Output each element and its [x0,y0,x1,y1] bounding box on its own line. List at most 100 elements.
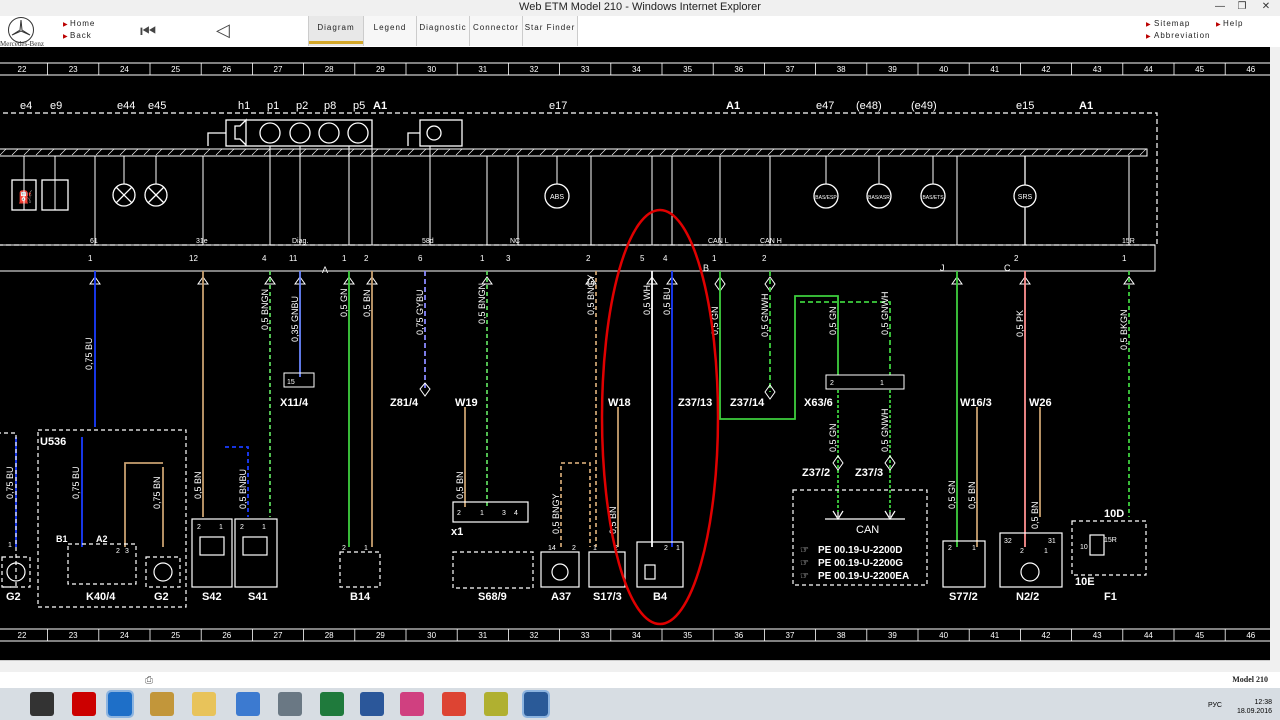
print-icon[interactable]: ⎙ [145,675,153,686]
grid-label: 30 [427,65,436,74]
grid-label: 26 [222,631,231,640]
wire-label: 0,75 BU [5,466,15,499]
grid-label: 31 [478,631,487,640]
tab-connector[interactable]: Connector [469,16,522,46]
can-reference[interactable]: PE 00.19-U-2200G [818,558,903,569]
grid-label: 26 [222,65,231,74]
small-pin-number: 1 [676,545,680,552]
small-pin-number: 15R [1104,537,1117,544]
app-icon[interactable] [236,692,260,716]
a37-box [540,551,580,588]
tab-diagram[interactable]: Diagram [308,16,363,46]
small-pin-number: 1 [480,510,484,517]
abbreviation-link[interactable]: Abbreviation [1154,31,1211,40]
back-link[interactable]: Back [70,31,92,40]
grid-label: 39 [888,65,897,74]
small-pin-number: 2 [572,545,576,552]
minimize-icon[interactable]: — [1215,1,1225,12]
grid-label: 25 [171,631,180,640]
app-icon[interactable] [150,692,174,716]
component-label: G2 [154,591,169,603]
wire-can-down [837,390,891,512]
small-pin-number: 2 [830,380,834,387]
cluster-internal-wires [23,146,1130,245]
wire-bnbu [225,446,249,517]
internet-explorer-icon[interactable] [106,690,134,718]
wire-label: 0,5 BN [455,471,465,499]
first-page-icon[interactable]: ⏮ [140,21,157,41]
small-pin-number: 31 [1048,538,1056,545]
module-label: e45 [148,100,166,112]
previous-page-icon[interactable]: ◁ [216,20,230,40]
can-reference-box [792,489,928,586]
folder-icon[interactable] [192,692,216,716]
small-pin-number: 1 [880,380,884,387]
pin-number: 1 [342,254,347,263]
help-link[interactable]: Help [1223,19,1244,28]
grid-top [0,62,1270,76]
tab-legend[interactable]: Legend [363,16,416,46]
itunes-icon[interactable] [400,692,424,716]
warning-lamps: ⛽ [11,118,1037,245]
can-hand-icon: ☞ [800,571,809,582]
module-label: h1 [238,100,250,112]
g2-sensor-box [145,556,181,588]
wire-label: 0,5 BKGN [1119,309,1129,350]
component-label: F1 [1104,591,1117,603]
small-pin-number: 4 [514,510,518,517]
tools-icon[interactable] [484,692,508,716]
word-icon[interactable] [360,692,384,716]
wire-label: 0,5 PK [1015,310,1025,337]
module-label: A1 [1079,100,1093,112]
grid-label: 34 [632,631,641,640]
home-link[interactable]: Home [70,19,96,28]
s42-switch-box [191,518,233,588]
gauge-label: SRS [1018,194,1033,201]
gauge-icon [259,122,281,144]
f1-fuse-box [1071,520,1147,576]
grid-label: 24 [120,631,129,640]
power-app-icon[interactable] [72,692,96,716]
grid-label: 46 [1246,65,1255,74]
close-icon[interactable]: ✕ [1261,1,1271,12]
gauge-icon [318,122,340,144]
connector-label: W18 [608,397,631,409]
component-label: x1 [451,526,463,538]
s77-2-switch-box [942,540,986,588]
vertical-scrollbar[interactable] [1270,47,1280,672]
language-indicator[interactable]: РУС [1207,702,1222,709]
wire-label: 0,5 BNGN [477,283,487,324]
chrome-icon[interactable] [442,692,466,716]
tab-star-finder[interactable]: Star Finder [522,16,578,46]
component-label: U536 [40,436,66,448]
small-pin-number: 1 [593,545,597,552]
grid-label: 22 [18,65,27,74]
module-label: e44 [117,100,135,112]
grid-label: 36 [734,631,743,640]
connector-arrows [89,276,1135,292]
grid-label: 41 [990,65,999,74]
grid-label: 43 [1093,631,1102,640]
region-letter: J [940,263,945,273]
abbreviation-arrow-icon: ▶ [1146,34,1151,40]
cluster-bus-hatching [0,148,1147,156]
pin-label: CAN L [708,238,729,245]
key-icon [426,125,442,141]
tab-diagnostic[interactable]: Diagnostic [416,16,469,46]
connector-label: Z37/2 [802,467,830,479]
wire-can-h [769,271,891,392]
app-icon[interactable] [522,690,550,718]
can-reference[interactable]: PE 00.19-U-2200D [818,545,903,556]
wire-label: 0,5 BNGN [260,289,270,330]
excel-icon[interactable] [320,692,344,716]
app-icon[interactable] [278,692,302,716]
restore-icon[interactable]: ❐ [1237,1,1247,12]
can-reference[interactable]: PE 00.19-U-2200EA [818,571,909,582]
horizontal-scrollbar[interactable] [0,660,1270,673]
grid-label: 32 [530,631,539,640]
sitemap-link[interactable]: Sitemap [1154,19,1191,28]
clock[interactable]: 12:38 18.09.2016 [1237,698,1272,716]
grid-label: 28 [325,65,334,74]
speaker-app-icon[interactable] [30,692,54,716]
